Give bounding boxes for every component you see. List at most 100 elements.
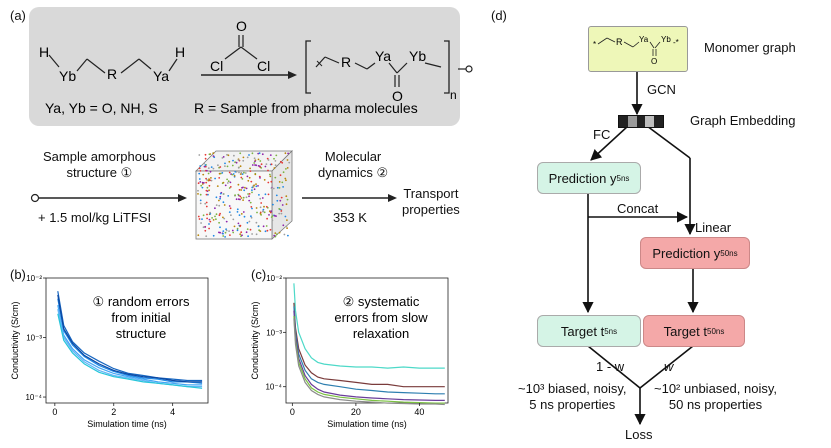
atom-dot <box>197 193 199 195</box>
atom-dot <box>214 215 216 218</box>
atom-dot <box>285 179 287 182</box>
atom-dot <box>254 160 256 163</box>
atom-dot <box>243 215 246 218</box>
atom-dot <box>246 228 249 230</box>
atom-dot <box>285 203 288 206</box>
atom-dot <box>215 218 217 221</box>
atom-dot <box>276 186 279 189</box>
atom-dot <box>210 177 212 179</box>
prediction-50ns-text: Prediction y <box>652 245 721 261</box>
atom-dot <box>202 173 205 176</box>
atom-dot <box>286 159 289 161</box>
atom-dot <box>275 194 278 197</box>
atom-dot <box>208 153 211 156</box>
atom-dot <box>247 235 249 238</box>
atom-dot <box>251 164 254 166</box>
atom-dot <box>282 171 285 174</box>
atom-dot <box>261 153 264 156</box>
atom-dot <box>270 210 273 213</box>
atom-dot <box>200 222 202 224</box>
atom-dot <box>197 189 199 192</box>
atom-dot <box>198 218 201 220</box>
x-tick-label: 0 <box>52 407 57 417</box>
atom-dot <box>249 167 251 170</box>
atom-dot <box>259 177 261 179</box>
atom-dot <box>239 152 242 155</box>
atom-dot <box>226 178 228 181</box>
atom-dot <box>206 169 208 172</box>
y-tick-label: 10⁻³ <box>266 328 282 337</box>
atom-dot <box>287 152 289 155</box>
atom-dot <box>234 161 236 164</box>
weight-left-label: 1 - w <box>596 359 625 374</box>
atom-dot <box>274 176 277 179</box>
atom-dot <box>270 187 273 190</box>
atom-dot <box>227 180 230 183</box>
atom-dot <box>247 179 250 182</box>
atom-dot <box>254 164 256 166</box>
atom-dot <box>224 184 227 187</box>
atom-dot <box>212 234 215 237</box>
atom-dot <box>229 234 231 236</box>
atom-dot <box>226 182 229 184</box>
monomer-graph-box: * R Ya O Yb -* <box>588 26 688 72</box>
atom-dot <box>242 159 245 162</box>
atom-dot <box>207 172 210 175</box>
atom-dot <box>267 193 270 196</box>
reactant-h1: H <box>39 44 49 60</box>
atom-dot <box>263 205 265 208</box>
target-50ns-text: Target t <box>663 323 707 339</box>
atom-dot <box>283 233 286 236</box>
atom-dot <box>199 165 202 167</box>
atom-dot <box>211 217 213 219</box>
atom-dot <box>270 163 273 166</box>
atom-dot <box>243 189 246 192</box>
atom-dot <box>218 172 221 175</box>
atom-dot <box>219 195 222 198</box>
atom-dot <box>198 154 201 156</box>
atom-dot <box>208 189 210 192</box>
x-tick-label: 40 <box>414 407 424 417</box>
atom-dot <box>205 205 208 208</box>
product-yb: Yb <box>409 48 426 64</box>
reactant-r: R <box>107 66 117 82</box>
atom-dot <box>278 212 281 215</box>
atom-dot <box>232 218 235 221</box>
atom-dot <box>247 193 249 195</box>
atom-dot <box>245 196 248 199</box>
atom-dot <box>245 187 248 190</box>
reagent-cl1: Cl <box>210 58 223 74</box>
atom-dot <box>244 186 246 189</box>
atom-dot <box>207 193 209 196</box>
atom-dot <box>229 181 232 184</box>
series-line <box>293 315 445 404</box>
y-tick-label: 10⁻² <box>266 274 282 283</box>
atom-dot <box>267 181 270 184</box>
atom-dot <box>197 234 200 237</box>
atom-dot <box>234 170 237 173</box>
plot-frame <box>45 277 209 404</box>
atom-dot <box>232 231 235 234</box>
atom-dot <box>254 173 257 176</box>
atom-dot <box>240 197 243 199</box>
atom-dot <box>268 210 271 213</box>
panel-c-label: (c) <box>251 267 267 282</box>
atom-dot <box>233 225 236 228</box>
atom-dot <box>269 175 272 178</box>
x-tick-label: 2 <box>111 407 116 417</box>
r-definition: R = Sample from pharma molecules <box>194 100 418 116</box>
atom-dot <box>259 230 262 232</box>
reaction-scheme-background <box>29 7 460 126</box>
atom-dot <box>204 229 207 232</box>
atom-dot <box>210 179 213 182</box>
prediction-50ns-sub: 50ns <box>720 248 738 258</box>
atom-dot <box>285 195 288 198</box>
atom-dot <box>270 216 273 218</box>
reagent-cl2: Cl <box>257 58 270 74</box>
x-tick-label: 0 <box>290 407 295 417</box>
atom-dot <box>217 164 219 167</box>
atom-dot <box>242 211 245 213</box>
